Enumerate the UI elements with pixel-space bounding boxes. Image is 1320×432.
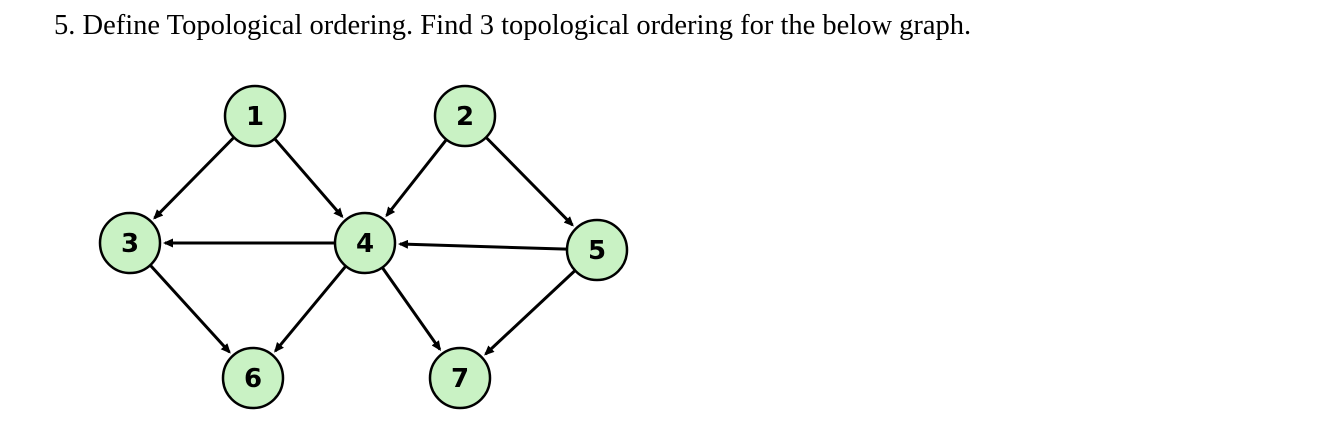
edge-2-to-4: [385, 138, 448, 218]
edge-1-to-4: [273, 137, 344, 219]
graph-node-label-2: 2: [456, 102, 474, 132]
graph-node-7: 7: [428, 346, 492, 410]
edge-2-to-5: [484, 136, 574, 227]
graph-node-label-7: 7: [451, 364, 469, 394]
graph-node-circle-6: [221, 346, 285, 410]
graph-node-circle-7: [428, 346, 492, 410]
graph-node-circle-5: [565, 218, 629, 282]
graph-node-1: 1: [223, 84, 287, 148]
graph-node-circle-3: [98, 211, 162, 275]
graph-node-2: 2: [433, 84, 497, 148]
graph-node-label-3: 3: [121, 229, 139, 259]
graph-node-circle-4: [333, 211, 397, 275]
question-title: 5. Define Topological ordering. Find 3 t…: [54, 10, 972, 41]
edge-5-to-4: [397, 239, 568, 251]
edge-4-to-7: [381, 266, 442, 352]
graph-node-circle-1: [223, 84, 287, 148]
nodes-layer: 1 2 3 4 5 6 7: [98, 84, 629, 410]
graph-node-4: 4: [333, 211, 397, 275]
graph-node-5: 5: [565, 218, 629, 282]
edges-layer: [149, 136, 577, 356]
graph-node-circle-2: [433, 84, 497, 148]
edge-5-to-7: [484, 269, 577, 356]
graph-node-3: 3: [98, 211, 162, 275]
graph-node-label-5: 5: [588, 236, 606, 266]
graph-node-label-6: 6: [244, 364, 262, 394]
edge-1-to-3: [153, 136, 236, 220]
graph-node-label-1: 1: [246, 102, 264, 132]
edge-4-to-6: [274, 265, 347, 353]
graph-node-6: 6: [221, 346, 285, 410]
graph-node-label-4: 4: [356, 229, 374, 259]
edge-3-to-6: [149, 264, 231, 354]
